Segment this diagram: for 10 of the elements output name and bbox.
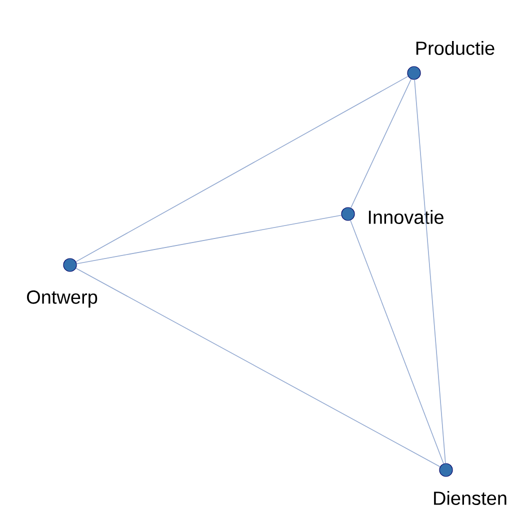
connector-line bbox=[414, 79, 446, 464]
connector-line bbox=[350, 220, 444, 464]
node-label: Diensten bbox=[434, 491, 506, 505]
node-label: Ontwerp bbox=[27, 290, 98, 308]
connector-line bbox=[76, 268, 440, 468]
connector-line bbox=[350, 78, 412, 208]
node-label: Innovatie bbox=[368, 210, 444, 224]
node-label: Productie bbox=[416, 41, 494, 55]
connector-line bbox=[76, 76, 408, 262]
connector-line bbox=[76, 214, 342, 264]
